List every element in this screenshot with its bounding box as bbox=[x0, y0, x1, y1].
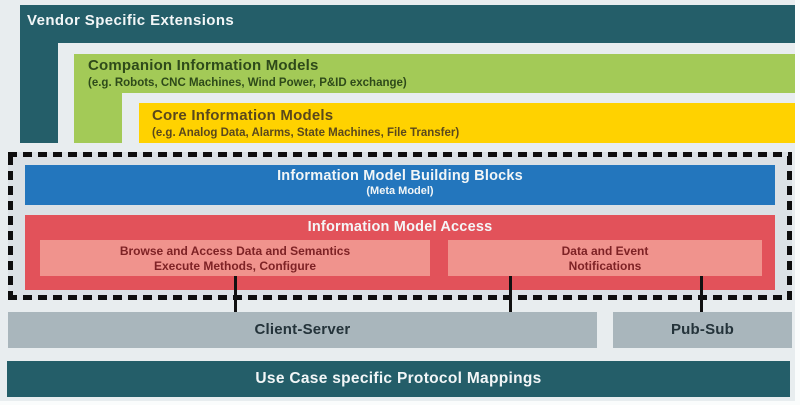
model-access-title: Information Model Access bbox=[307, 219, 493, 235]
page-edge-bottom bbox=[0, 401, 800, 405]
core-models-title: Core Information Models bbox=[152, 107, 334, 124]
vendor-specific-extensions-title: Vendor Specific Extensions bbox=[27, 12, 235, 29]
dashed-border-right bbox=[787, 152, 792, 300]
dashed-border-left bbox=[8, 152, 13, 300]
protocol-mappings-box: Use Case specific Protocol Mappings bbox=[7, 361, 790, 397]
dashed-border-bottom bbox=[8, 295, 792, 300]
connector-browse-to-client-server bbox=[234, 276, 237, 312]
core-information-models-layer: Core Information Models (e.g. Analog Dat… bbox=[139, 103, 795, 143]
companion-models-subtitle: (e.g. Robots, CNC Machines, Wind Power, … bbox=[88, 77, 407, 89]
pub-sub-box: Pub-Sub bbox=[613, 312, 792, 348]
companion-models-title: Companion Information Models bbox=[88, 57, 319, 74]
page-edge-right bbox=[795, 0, 800, 405]
connector-notifications-to-pub-sub bbox=[700, 276, 703, 312]
notifications-line2: Notifications bbox=[568, 258, 642, 273]
building-blocks-subtitle: (Meta Model) bbox=[366, 185, 434, 197]
browse-access-box: Browse and Access Data and Semantics Exe… bbox=[40, 240, 430, 276]
dashed-border-top bbox=[8, 152, 792, 157]
client-server-box: Client-Server bbox=[8, 312, 597, 348]
information-model-building-blocks-box: Information Model Building Blocks (Meta … bbox=[25, 165, 775, 205]
browse-access-line2: Execute Methods, Configure bbox=[153, 258, 317, 273]
browse-access-line1: Browse and Access Data and Semantics bbox=[119, 244, 351, 258]
notifications-line1: Data and Event bbox=[561, 244, 649, 258]
core-models-subtitle: (e.g. Analog Data, Alarms, State Machine… bbox=[152, 127, 460, 139]
connector-notifications-to-client-server bbox=[509, 276, 512, 312]
building-blocks-title: Information Model Building Blocks bbox=[277, 168, 523, 184]
data-event-notifications-box: Data and Event Notifications bbox=[448, 240, 762, 276]
